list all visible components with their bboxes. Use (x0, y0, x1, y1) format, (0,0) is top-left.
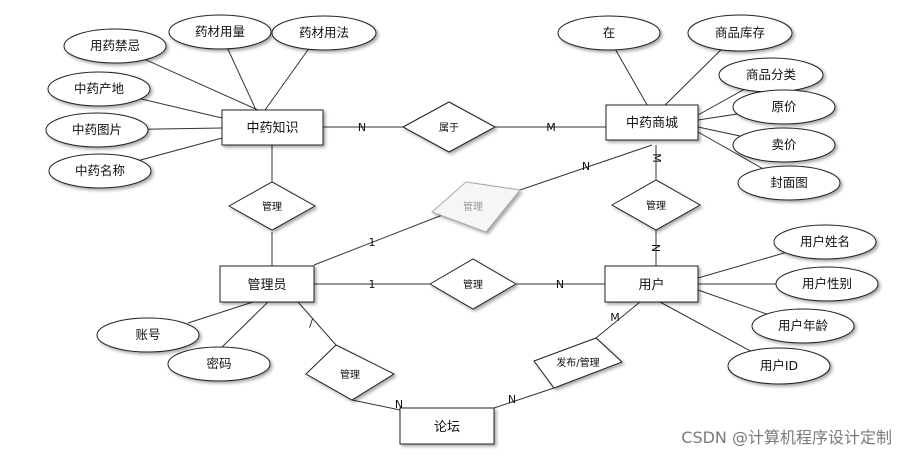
attr-mall-at: 在 (557, 15, 661, 51)
entity-knowledge: 中药知识 (221, 109, 324, 146)
attr-mall-category: 商品分类 (718, 57, 824, 93)
svg-text:在: 在 (603, 25, 616, 40)
rel-manage-mall: 管理 (431, 181, 521, 233)
rel-manage-user: 管理 (429, 258, 517, 310)
svg-text:中药名称: 中药名称 (75, 163, 125, 178)
card-mall-belongs: M (546, 121, 556, 134)
entity-mall: 中药商城 (605, 104, 699, 141)
svg-text:卖价: 卖价 (771, 137, 797, 152)
attr-mall-stock: 商品库存 (687, 14, 793, 52)
attr-knowledge-origin: 中药产地 (47, 71, 151, 107)
svg-text:药材用法: 药材用法 (299, 25, 349, 40)
svg-text:账号: 账号 (135, 327, 160, 342)
rel-manage-knowledge: 管理 (227, 181, 317, 231)
svg-text:管理: 管理 (646, 199, 666, 212)
svg-text:用户性别: 用户性别 (802, 276, 852, 291)
card-admin-forumrel: / (309, 317, 313, 330)
svg-text:中药图片: 中药图片 (72, 122, 122, 137)
entity-forum: 论坛 (399, 407, 495, 445)
card-forum-forumrel: N (395, 398, 403, 411)
svg-text:中药知识: 中药知识 (246, 120, 298, 136)
card-mall-mallrel: N (582, 160, 590, 173)
rel-post-manage: 发布/管理 (533, 337, 623, 389)
svg-text:属于: 属于 (439, 122, 459, 134)
svg-text:管理员: 管理员 (247, 278, 286, 293)
attr-admin-account: 账号 (96, 317, 200, 353)
svg-text:原价: 原价 (771, 99, 797, 114)
attr-user-age: 用户年龄 (751, 308, 855, 344)
svg-text:发布/管理: 发布/管理 (556, 356, 599, 369)
svg-text:管理: 管理 (340, 368, 360, 381)
card-forum-postrel: N (508, 393, 516, 406)
attr-knowledge-image: 中药图片 (45, 112, 149, 148)
card-user-userrel: N (556, 278, 564, 291)
attr-user-gender: 用户性别 (775, 266, 879, 302)
svg-text:中药商城: 中药商城 (626, 116, 678, 131)
svg-text:用药禁忌: 用药禁忌 (90, 38, 140, 53)
attr-knowledge-usage: 药材用法 (271, 15, 377, 51)
svg-text:中药产地: 中药产地 (74, 81, 125, 96)
svg-text:用户姓名: 用户姓名 (800, 234, 850, 249)
svg-text:管理: 管理 (262, 200, 282, 213)
attr-user-name: 用户姓名 (773, 224, 877, 260)
card-user-postrel: M (610, 311, 620, 324)
attr-mall-cover: 封面图 (737, 165, 841, 201)
entity-admin: 管理员 (219, 265, 315, 303)
svg-text:药材用量: 药材用量 (195, 24, 245, 39)
card-user-usermall: N (649, 244, 662, 252)
rel-manage-forum: 管理 (305, 344, 396, 401)
svg-text:用户年龄: 用户年龄 (778, 318, 829, 333)
rel-user-mall: 管理 (610, 179, 702, 231)
svg-text:管理: 管理 (463, 278, 483, 291)
attr-knowledge-taboo: 用药禁忌 (63, 28, 167, 64)
attr-mall-sale: 卖价 (732, 127, 836, 163)
attr-admin-password: 密码 (167, 346, 271, 382)
svg-text:商品分类: 商品分类 (746, 67, 797, 82)
entity-user: 用户 (604, 265, 699, 303)
card-kn-belongs: N (358, 121, 366, 134)
watermark: CSDN @计算机程序设计定制 (681, 428, 892, 447)
svg-text:封面图: 封面图 (770, 175, 808, 190)
attr-user-id: 用户ID (727, 347, 831, 385)
attr-mall-price: 原价 (732, 89, 836, 125)
card-mall-usermall: M (650, 153, 663, 163)
rel-belongs: 属于 (401, 101, 497, 153)
svg-text:论坛: 论坛 (434, 420, 460, 435)
svg-text:用户ID: 用户ID (760, 358, 798, 373)
attr-knowledge-dosage: 药材用量 (168, 14, 272, 50)
svg-text:密码: 密码 (206, 356, 231, 371)
svg-text:用户: 用户 (638, 277, 664, 293)
card-admin-userrel: 1 (369, 278, 376, 291)
svg-text:商品库存: 商品库存 (715, 25, 765, 40)
cardinalities: N M 1 N 1 N M N / N N M (309, 121, 663, 411)
svg-text:管理: 管理 (463, 200, 483, 213)
card-admin-mallrel: 1 (369, 236, 376, 249)
attr-knowledge-name: 中药名称 (48, 153, 152, 189)
